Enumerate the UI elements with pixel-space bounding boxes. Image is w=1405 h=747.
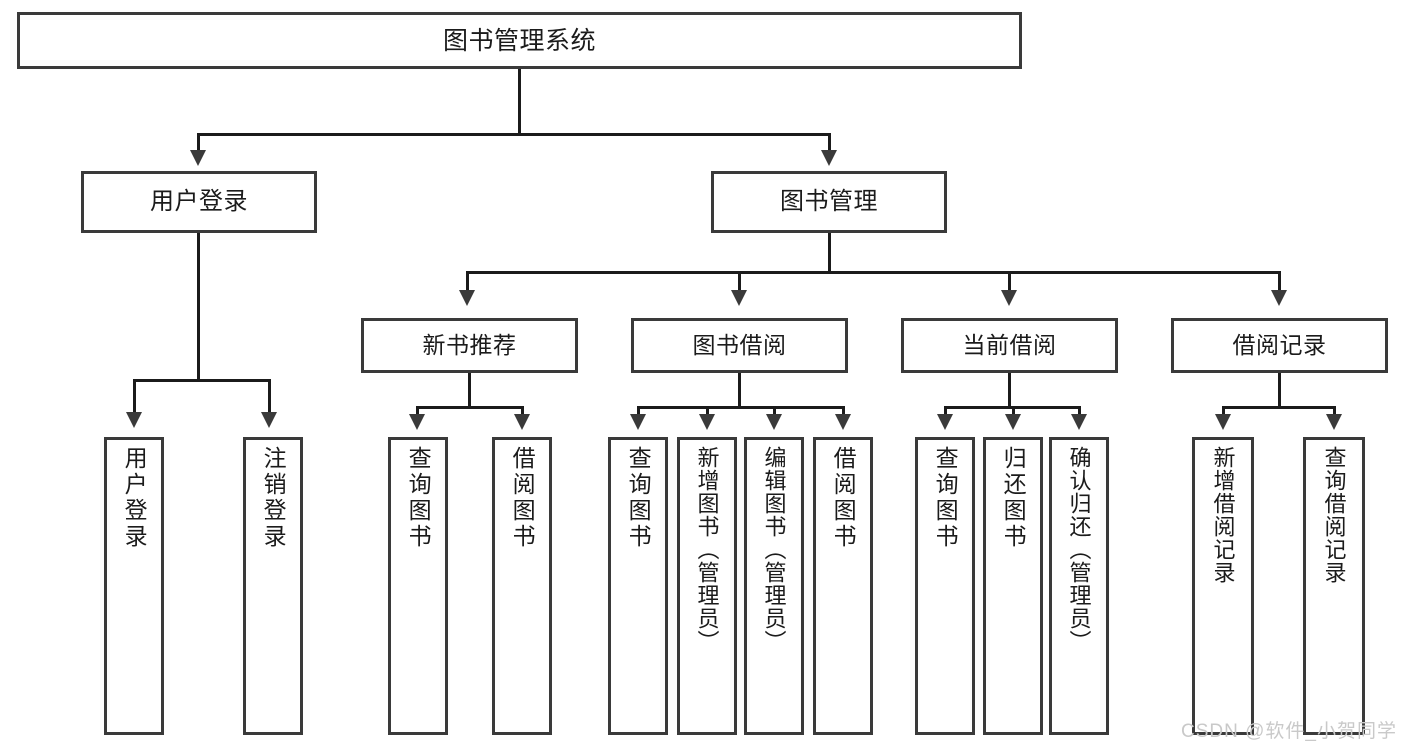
leaf-bb-edit-book[interactable]: 编辑图书（管理员） <box>744 437 804 735</box>
node-label: 借阅图书 <box>509 446 536 550</box>
node-label: 查询图书 <box>405 446 432 550</box>
connector-borrow-record-bus <box>1222 406 1336 409</box>
connector-book-borrow-stem <box>738 373 741 409</box>
node-borrow-record[interactable]: 借阅记录 <box>1171 318 1388 373</box>
node-label: 确认归还（管理员） <box>1066 446 1092 653</box>
node-label: 编辑图书（管理员） <box>761 446 787 653</box>
node-new-book-recommend[interactable]: 新书推荐 <box>361 318 578 373</box>
node-label: 注销登录 <box>260 446 287 550</box>
leaf-logout[interactable]: 注销登录 <box>243 437 303 735</box>
arrowhead-leaf-br-query <box>1326 414 1342 430</box>
node-label: 用户登录 <box>121 446 148 550</box>
node-label: 查询借阅记录 <box>1321 446 1347 584</box>
connector-user-login-stem <box>197 233 200 381</box>
connector-to-leaf-logout <box>268 379 271 415</box>
arrowhead-borrow-record <box>1271 290 1287 306</box>
node-label: 新增图书（管理员） <box>694 446 720 653</box>
arrowhead-book-mgmt <box>821 150 837 166</box>
connector-to-leaf-br-query <box>1333 406 1336 420</box>
arrowhead-current-borrow <box>1001 290 1017 306</box>
connector-book-mgmt-bus <box>466 271 1281 274</box>
connector-root-stem <box>518 69 521 135</box>
connector-to-leaf-br-add <box>1222 406 1225 420</box>
node-label: 新增借阅记录 <box>1210 446 1236 584</box>
node-label: 当前借阅 <box>962 331 1057 358</box>
node-book-borrow[interactable]: 图书借阅 <box>631 318 848 373</box>
arrowhead-leaf-bb-borrow <box>835 414 851 430</box>
node-label: 归还图书 <box>1000 446 1027 550</box>
connector-book-borrow-bus <box>637 406 845 409</box>
node-label: 用户登录 <box>150 187 248 215</box>
arrowhead-leaf-cb-return <box>1005 414 1021 430</box>
connector-to-leaf-nb-query <box>416 406 419 420</box>
node-label: 借阅图书 <box>830 446 857 550</box>
leaf-br-query-record[interactable]: 查询借阅记录 <box>1303 437 1365 735</box>
connector-to-new-book <box>466 271 469 293</box>
leaf-bb-borrow-book[interactable]: 借阅图书 <box>813 437 873 735</box>
arrowhead-book-borrow <box>731 290 747 306</box>
connector-to-book-borrow <box>738 271 741 293</box>
leaf-nb-borrow-book[interactable]: 借阅图书 <box>492 437 552 735</box>
connector-root-to-book-mgmt <box>828 133 831 153</box>
connector-to-borrow-record <box>1278 271 1281 293</box>
leaf-cb-return-book[interactable]: 归还图书 <box>983 437 1043 735</box>
leaf-cb-query-book[interactable]: 查询图书 <box>915 437 975 735</box>
node-label: 借阅记录 <box>1232 331 1327 358</box>
arrowhead-leaf-bb-query <box>630 414 646 430</box>
node-current-borrow[interactable]: 当前借阅 <box>901 318 1118 373</box>
connector-to-current-borrow <box>1008 271 1011 293</box>
connector-book-mgmt-stem <box>828 233 831 273</box>
connector-to-leaf-bb-add <box>706 406 709 420</box>
arrowhead-leaf-nb-query <box>409 414 425 430</box>
node-label: 图书借阅 <box>692 331 787 358</box>
arrowhead-leaf-user-login <box>126 412 142 428</box>
connector-borrow-record-stem <box>1278 373 1281 409</box>
connector-new-book-stem <box>468 373 471 409</box>
connector-root-bus <box>197 133 831 136</box>
arrowhead-leaf-bb-edit <box>766 414 782 430</box>
arrowhead-leaf-br-add <box>1215 414 1231 430</box>
arrowhead-leaf-bb-add <box>699 414 715 430</box>
node-label: 查询图书 <box>932 446 959 550</box>
node-label: 图书管理 <box>780 187 878 215</box>
leaf-br-add-record[interactable]: 新增借阅记录 <box>1192 437 1254 735</box>
arrowhead-leaf-cb-confirm <box>1071 414 1087 430</box>
arrowhead-leaf-logout <box>261 412 277 428</box>
connector-to-leaf-nb-borrow <box>521 406 524 420</box>
connector-new-book-bus <box>416 406 524 409</box>
arrowhead-leaf-nb-borrow <box>514 414 530 430</box>
leaf-user-login[interactable]: 用户登录 <box>104 437 164 735</box>
arrowhead-user-login <box>190 150 206 166</box>
connector-to-leaf-cb-confirm <box>1078 406 1081 420</box>
node-label: 新书推荐 <box>422 331 517 358</box>
connector-to-leaf-bb-query <box>637 406 640 420</box>
leaf-bb-add-book[interactable]: 新增图书（管理员） <box>677 437 737 735</box>
arrowhead-new-book <box>459 290 475 306</box>
connector-root-to-user-login <box>197 133 200 153</box>
node-root-system[interactable]: 图书管理系统 <box>17 12 1022 69</box>
connector-user-login-bus <box>133 379 270 382</box>
leaf-cb-confirm-return[interactable]: 确认归还（管理员） <box>1049 437 1109 735</box>
connector-current-borrow-stem <box>1008 373 1011 409</box>
connector-to-leaf-bb-borrow <box>842 406 845 420</box>
connector-to-leaf-user-login <box>133 379 136 415</box>
node-user-login[interactable]: 用户登录 <box>81 171 317 233</box>
node-book-management[interactable]: 图书管理 <box>711 171 947 233</box>
node-label: 图书管理系统 <box>442 26 596 55</box>
connector-to-leaf-cb-query <box>944 406 947 420</box>
connector-to-leaf-cb-return <box>1012 406 1015 420</box>
node-label: 查询图书 <box>625 446 652 550</box>
connector-to-leaf-bb-edit <box>773 406 776 420</box>
arrowhead-leaf-cb-query <box>937 414 953 430</box>
leaf-nb-query-book[interactable]: 查询图书 <box>388 437 448 735</box>
leaf-bb-query-book[interactable]: 查询图书 <box>608 437 668 735</box>
